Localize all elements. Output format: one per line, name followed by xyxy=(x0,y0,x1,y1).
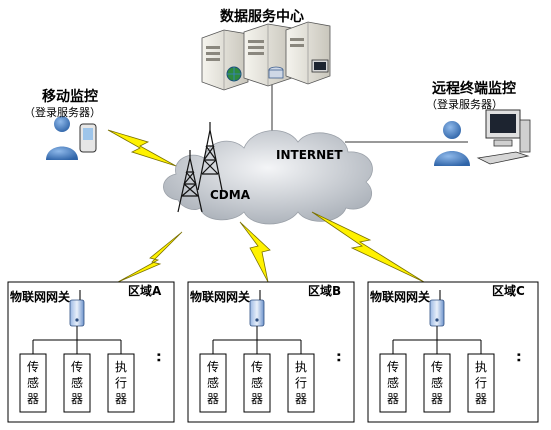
region-panel xyxy=(367,281,539,423)
more-devices-ellipsis: ·· xyxy=(330,352,346,363)
region-panel xyxy=(187,281,355,423)
gateway-label: 物联网网关 xyxy=(10,290,71,304)
gateway-label: 物联网网关 xyxy=(370,290,431,304)
server-1 xyxy=(201,29,249,91)
zone-label: 区域B xyxy=(308,284,342,298)
user-icon xyxy=(54,116,70,132)
server-group xyxy=(201,21,331,91)
server-2 xyxy=(243,23,293,87)
remote-user xyxy=(434,109,531,166)
remote-monitor-title: 远程终端监控 xyxy=(432,81,516,97)
remote-monitor-subtitle: （登录服务器） xyxy=(426,98,503,111)
sensor-box xyxy=(379,353,407,413)
regions xyxy=(7,281,539,423)
more-devices-ellipsis: ·· xyxy=(510,352,526,363)
actuator-label: 执行器 xyxy=(294,360,307,406)
actuator-box xyxy=(287,353,315,413)
actuator-label: 执行器 xyxy=(474,360,487,406)
sensor-box xyxy=(243,353,271,413)
cdma-label: CDMA xyxy=(210,188,250,202)
sensor-label: 传感器 xyxy=(206,360,219,406)
cdma-towers xyxy=(177,122,223,213)
sensor-label: 传感器 xyxy=(386,360,399,406)
region-panel xyxy=(7,281,175,423)
internet-label: INTERNET xyxy=(276,148,343,162)
sensor-label: 传感器 xyxy=(26,360,39,406)
gateway-icon xyxy=(249,290,265,327)
server-3 xyxy=(285,21,331,85)
zone-label: 区域C xyxy=(492,284,525,298)
mobile-user xyxy=(46,116,97,160)
sensor-box xyxy=(63,353,91,413)
more-devices-ellipsis: ·· xyxy=(150,352,166,363)
wireless-link-mobile xyxy=(107,129,177,167)
wireless-link-region-b xyxy=(239,221,271,283)
sensor-label: 传感器 xyxy=(70,360,83,406)
sensor-box xyxy=(423,353,451,413)
sensor-box xyxy=(19,353,47,413)
sensor-label: 传感器 xyxy=(430,360,443,406)
network-links xyxy=(271,78,468,143)
zone-label: 区域A xyxy=(128,284,162,298)
computer-icon xyxy=(476,109,531,165)
mobile-monitor-subtitle: （登录服务器） xyxy=(24,106,101,119)
gateway-label: 物联网网关 xyxy=(190,290,251,304)
wireless-link-region-a xyxy=(117,231,183,283)
tower-left xyxy=(177,150,203,213)
data-center-title: 数据服务中心 xyxy=(220,9,304,25)
actuator-box xyxy=(107,353,135,413)
wireless-links xyxy=(107,129,425,283)
mobile-monitor-title: 移动监控 xyxy=(42,89,98,105)
wireless-link-region-c xyxy=(311,211,425,283)
actuator-box xyxy=(467,353,495,413)
gateway-icon xyxy=(429,290,445,327)
actuator-label: 执行器 xyxy=(114,360,127,406)
tower-right xyxy=(197,122,223,191)
user-icon xyxy=(443,121,461,139)
sensor-label: 传感器 xyxy=(250,360,263,406)
sensor-box xyxy=(199,353,227,413)
